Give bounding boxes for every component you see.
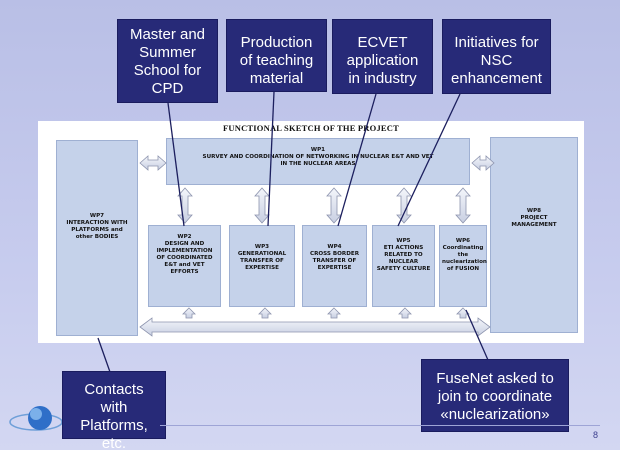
footer-divider — [160, 425, 600, 426]
bottom-double-arrow — [139, 317, 491, 337]
arrow-wp1-wp8 — [471, 155, 495, 171]
wp8-text: PROJECT MANAGEMENT — [511, 215, 557, 228]
connector-cpd-wp2 — [167, 102, 185, 227]
wp8-code: WP8 — [526, 208, 542, 214]
up-arrow-wp3 — [258, 307, 272, 319]
wp3-text: GENERATIONAL TRANSFER OF EXPERTISE — [237, 251, 287, 271]
wp7-code: WP7 — [89, 213, 105, 219]
callout-contacts: Contacts with Platforms, etc. — [62, 371, 166, 450]
connector-fusenet-wp6 — [465, 309, 489, 361]
wp4-box: WP4 CROSS BORDER TRANSFER OF EXPERTISE — [302, 225, 367, 307]
arrow-wp7-wp1 — [139, 155, 167, 171]
callout-cpd: Master and Summer School for CPD — [117, 19, 218, 103]
up-arrow-wp5 — [398, 307, 412, 319]
connector-contacts-wp7 — [97, 337, 111, 373]
functional-sketch: FUNCTIONAL SKETCH OF THE PROJECT WP1 SUR… — [38, 121, 584, 343]
connector-ecvet-wp4 — [337, 93, 377, 227]
wp3-code: WP3 — [254, 244, 270, 250]
arrow-wp1-wp5 — [396, 187, 412, 224]
wp2-text: DESIGN AND IMPLEMENTATION OF COORDINATED… — [156, 241, 213, 275]
callout-fusenet: FuseNet asked to join to coordinate «nuc… — [421, 359, 569, 432]
wp7-box: WP7 INTERACTION WITH PLATFORMS and other… — [56, 140, 138, 336]
wp7-text: INTERACTION WITH PLATFORMS and other BOD… — [66, 220, 128, 240]
wp8-box: WP8 PROJECT MANAGEMENT — [490, 137, 578, 333]
connector-teaching-wp3 — [267, 91, 275, 227]
wp5-code: WP5 — [396, 238, 411, 244]
sketch-title: FUNCTIONAL SKETCH OF THE PROJECT — [223, 123, 399, 133]
wp4-text: CROSS BORDER TRANSFER OF EXPERTISE — [309, 251, 360, 271]
arrow-wp1-wp6 — [455, 187, 471, 224]
wp6-box: WP6 Coordinating the nuclearization of F… — [439, 225, 487, 307]
wp1-box: WP1 SURVEY AND COORDINATION OF NETWORKIN… — [166, 138, 470, 185]
callout-nsc: Initiatives for NSC enhancement — [442, 19, 551, 94]
arrow-wp1-wp4 — [326, 187, 342, 224]
up-arrow-wp2 — [182, 307, 196, 319]
globe-logo-icon — [9, 406, 63, 431]
callout-teaching-material: Production of teaching material — [226, 19, 327, 92]
up-arrow-wp4 — [327, 307, 341, 319]
wp5-box: WP5 ETI ACTIONS RELATED TO NUCLEAR SAFET… — [372, 225, 435, 307]
wp6-text: Coordinating the nuclearization of FUSIO… — [442, 245, 487, 272]
wp1-text: SURVEY AND COORDINATION OF NETWORKING IN… — [202, 154, 434, 167]
wp2-code: WP2 — [177, 234, 192, 240]
callout-ecvet: ECVET application in industry — [332, 19, 433, 94]
wp4-code: WP4 — [327, 244, 342, 250]
wp5-text: ETI ACTIONS RELATED TO NUCLEAR SAFETY CU… — [376, 245, 431, 272]
connector-nsc-wp5 — [397, 93, 461, 227]
arrow-wp1-wp3 — [254, 187, 270, 224]
page-number: 8 — [593, 430, 599, 440]
wp1-code: WP1 — [310, 147, 326, 153]
wp3-box: WP3 GENERATIONAL TRANSFER OF EXPERTISE — [229, 225, 295, 307]
wp2-box: WP2 DESIGN AND IMPLEMENTATION OF COORDIN… — [148, 225, 221, 307]
wp6-code: WP6 — [455, 238, 471, 244]
up-arrow-wp6 — [456, 307, 470, 319]
